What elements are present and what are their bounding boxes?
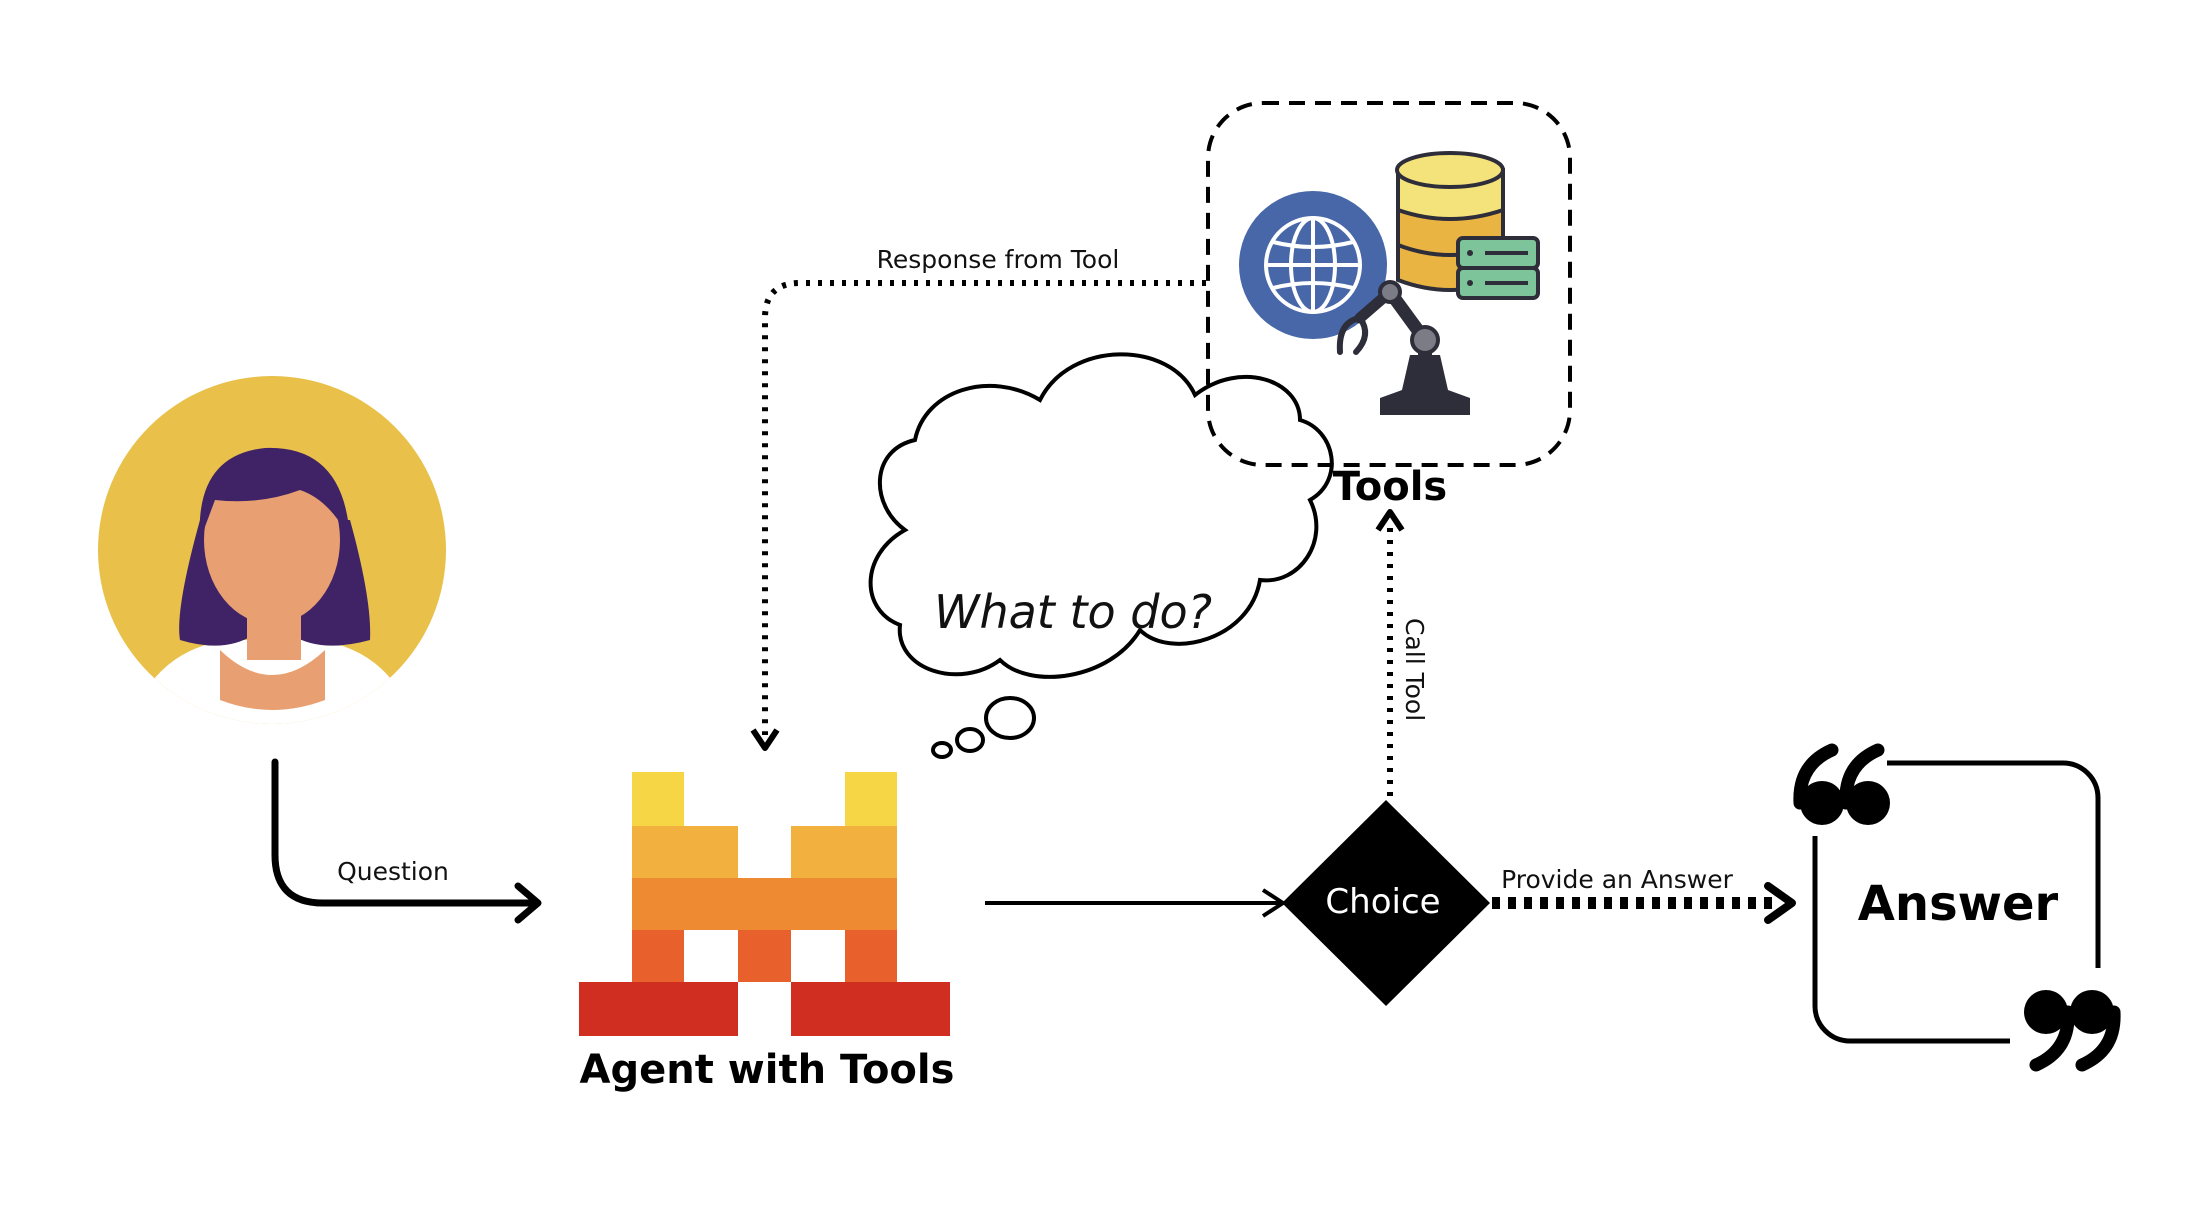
quote-close-icon — [2024, 990, 2121, 1072]
agent-to-choice-arrow — [985, 888, 1285, 918]
response-arrow — [750, 280, 1206, 751]
choice-node — [1282, 800, 1490, 1006]
provide-answer-arrow — [1492, 882, 1796, 924]
choice-label: Choice — [1325, 882, 1440, 922]
provide-label: Provide an Answer — [1501, 865, 1734, 894]
globe-icon — [1239, 191, 1387, 339]
thought-text: What to do? — [934, 585, 1212, 639]
robot-arm-icon — [1336, 280, 1470, 415]
tools-label: Tools — [1333, 464, 1447, 510]
response-label: Response from Tool — [877, 245, 1120, 274]
agent-label: Agent with Tools — [580, 1047, 955, 1093]
question-label: Question — [337, 857, 449, 886]
database-icon — [1395, 151, 1505, 292]
thought-bubble-icon — [868, 352, 1334, 759]
server-icon — [1456, 236, 1540, 300]
agent-logo-icon — [579, 772, 950, 1036]
question-arrow — [271, 758, 542, 924]
answer-label: Answer — [1858, 876, 2059, 932]
call-tool-arrow — [1375, 509, 1405, 796]
quote-open-icon — [1793, 743, 1890, 825]
call-tool-label: Call Tool — [1400, 618, 1429, 721]
user-avatar-icon — [98, 376, 446, 724]
